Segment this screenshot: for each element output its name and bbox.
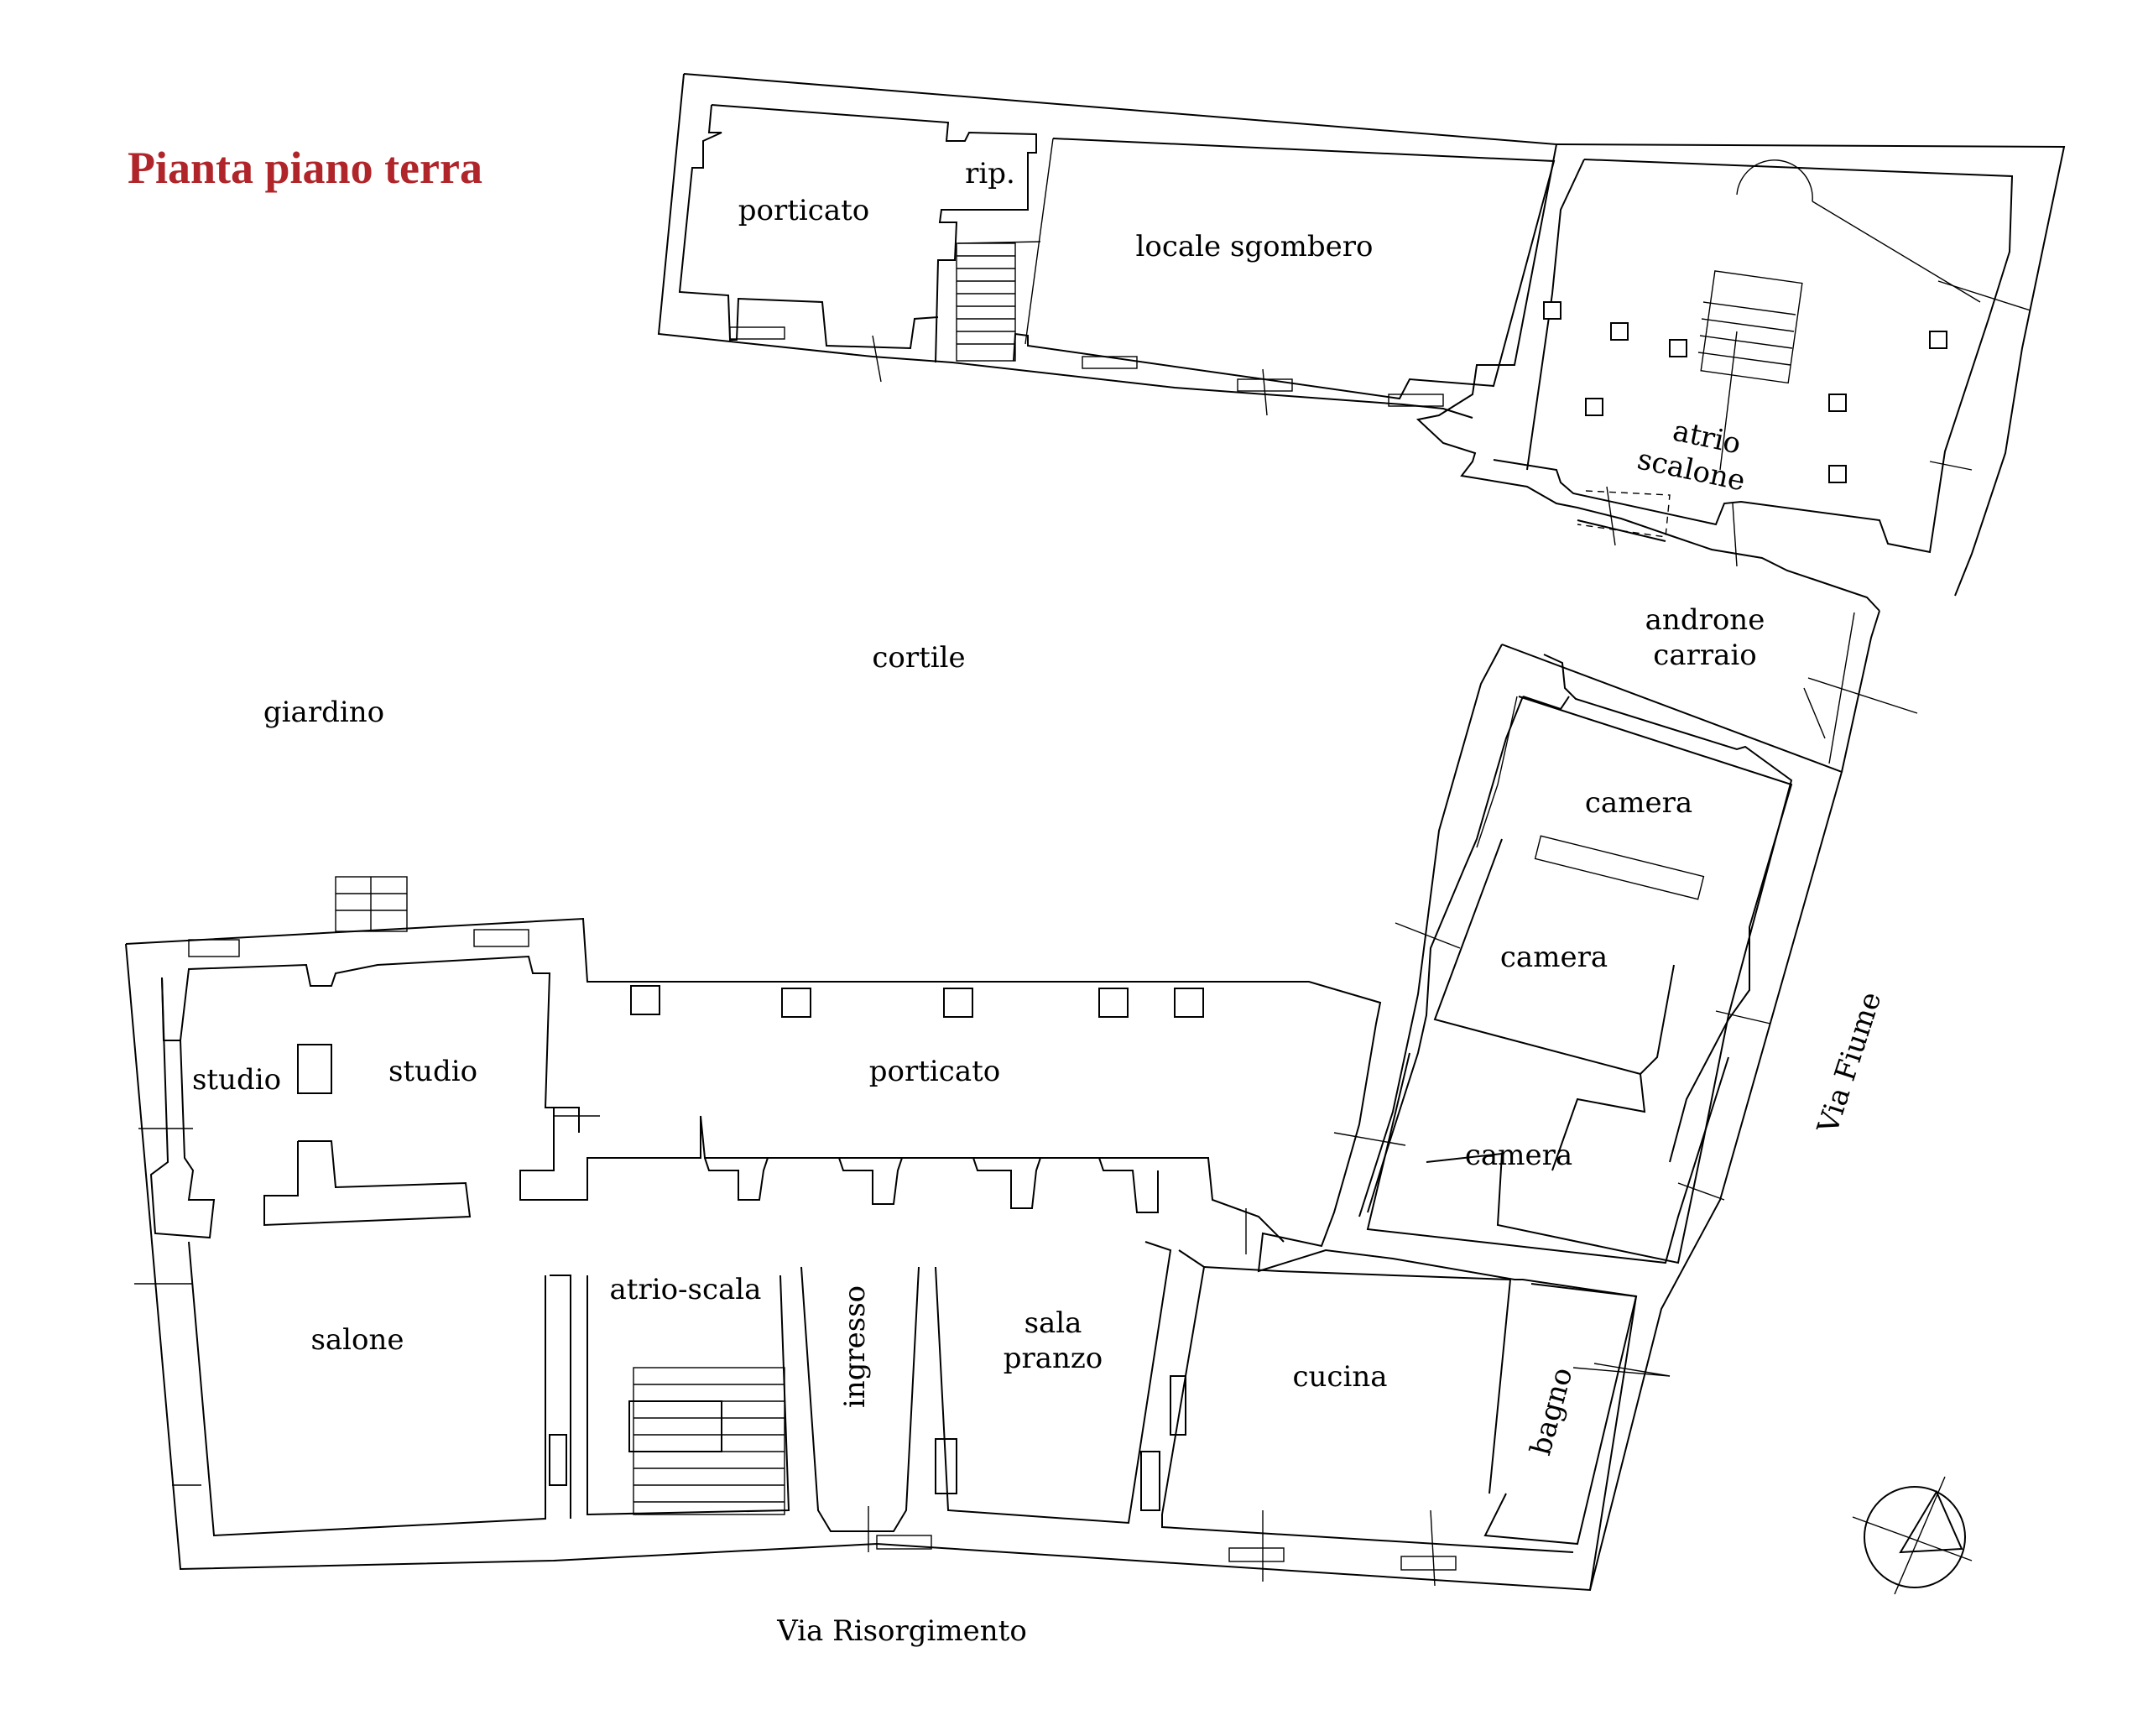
label-porticato-north: porticato — [738, 194, 869, 227]
east-wing — [1333, 644, 1843, 1591]
label-studio-2: studio — [388, 1055, 477, 1088]
label-camera-3: camera — [1465, 1139, 1572, 1172]
label-carraio: carraio — [1653, 639, 1756, 672]
label-salone: salone — [310, 1323, 404, 1357]
label-rip: rip. — [965, 157, 1015, 190]
label-studio-1: studio — [192, 1063, 281, 1097]
label-cortile: cortile — [872, 641, 965, 675]
label-via-fiume: Via Fiume — [1811, 988, 1888, 1138]
north-wing — [657, 73, 1880, 612]
label-camera-1: camera — [1585, 786, 1692, 820]
label-bagno: bagno — [1524, 1364, 1579, 1459]
label-porticato-south: porticato — [869, 1055, 1000, 1088]
south-block — [125, 876, 1671, 1592]
label-giardino: giardino — [263, 696, 384, 729]
label-sala: sala — [1024, 1306, 1082, 1340]
label-ingresso: ingresso — [838, 1285, 872, 1408]
label-pranzo: pranzo — [1004, 1342, 1103, 1375]
label-androne: androne — [1645, 603, 1765, 637]
label-cucina: cucina — [1292, 1360, 1387, 1394]
stair-north — [956, 241, 1041, 362]
androne-block — [1803, 610, 1918, 773]
room-labels: porticato rip. locale sgombero atrio sca… — [192, 157, 1889, 1648]
label-locale-sgombero: locale sgombero — [1136, 230, 1374, 263]
label-camera-2: camera — [1500, 941, 1608, 974]
label-via-risorgimento: Via Risorgimento — [776, 1614, 1027, 1648]
label-atrio-scala: atrio-scala — [610, 1273, 762, 1306]
compass-rose-icon — [1852, 1476, 1973, 1595]
atrio-scalone-block — [1493, 143, 2066, 597]
plan-title: Pianta piano terra — [128, 143, 482, 193]
